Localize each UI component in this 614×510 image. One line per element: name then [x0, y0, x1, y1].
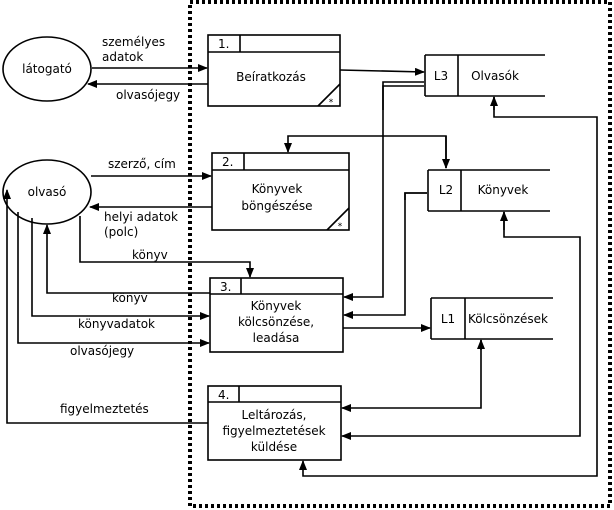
process-4: 4. Leltározás, figyelmeztetések küldése [207, 385, 342, 461]
flow-labels: személyes adatok olvasójegy szerző, cím … [60, 35, 180, 416]
datastore-l1-name: Kölcsönzések [468, 312, 548, 326]
flow-registration-to-readers [339, 67, 425, 76]
data-flows [2, 64, 598, 477]
label-warning: figyelmeztetés [60, 402, 149, 416]
datastore-l2: L2 Könyvek [427, 169, 550, 212]
flow-book-to-reader [43, 224, 210, 294]
process-1-label: Beíratkozás [236, 70, 306, 84]
label-reader-card-2: olvasójegy [70, 344, 134, 358]
process-4-label-line-3: küldése [251, 440, 297, 454]
datastore-l3: L3 Olvasók [424, 54, 545, 97]
process-2: 2. Könyvek böngészése * [211, 152, 350, 232]
process-2-mark: * [338, 222, 343, 232]
process-1-number: 1. [218, 37, 229, 51]
datastore-l1-id: L1 [441, 312, 455, 326]
flow-loans-to-inventory [341, 340, 482, 412]
label-book-1: könyv [132, 248, 168, 262]
entity-reader-label: olvasó [28, 185, 67, 199]
label-reader-card-1: olvasójegy [116, 88, 180, 102]
process-4-label-line-1: Leltározás, [242, 408, 307, 422]
process-3-label-line-2: kölcsönzése, [238, 315, 314, 329]
process-3-label-line-3: leadása [253, 331, 300, 345]
label-local-data-2: (polc) [104, 225, 138, 239]
process-2-number: 2. [222, 155, 233, 169]
entity-reader: olvasó [2, 159, 92, 225]
system-boundary [188, 0, 612, 508]
flow-loans-process-to-books [404, 192, 427, 200]
label-personal-data-1: személyes [102, 35, 165, 49]
process-1-mark: * [329, 98, 334, 108]
entity-visitor-label: látogató [22, 62, 72, 76]
label-local-data-1: helyi adatok [104, 210, 178, 224]
flow-book-data [31, 218, 210, 320]
process-2-label-line-2: böngészése [241, 199, 312, 213]
flow-readers-to-inventory [299, 97, 598, 477]
flow-readers-to-loans-process [343, 85, 424, 301]
process-4-number: 4. [218, 388, 229, 402]
process-1: 1. Beíratkozás * [207, 34, 341, 108]
flow-warning [2, 189, 208, 424]
label-book-data: könyvadatok [78, 317, 155, 331]
datastore-l3-id: L3 [434, 69, 448, 83]
label-personal-data-2: adatok [102, 50, 143, 64]
label-book-2: könyv [112, 291, 148, 305]
process-4-label-line-2: figyelmeztetések [222, 424, 325, 438]
process-3: 3. Könyvek kölcsönzése, leadása [209, 277, 344, 353]
entity-visitor: látogató [2, 36, 92, 102]
datastore-l2-name: Könyvek [478, 183, 529, 197]
label-author-title: szerző, cím [108, 157, 176, 171]
flow-book-to-loans [79, 216, 254, 278]
datastore-l2-id: L2 [439, 183, 453, 197]
datastore-l3-name: Olvasók [471, 69, 519, 83]
flow-loans-process-to-readers [382, 81, 424, 110]
process-2-label-line-1: Könyvek [252, 182, 303, 196]
process-3-label-line-1: Könyvek [251, 299, 302, 313]
process-3-number: 3. [220, 280, 231, 294]
flow-reader-card-to-loans [17, 212, 210, 347]
datastore-l1: L1 Kölcsönzések [430, 297, 553, 340]
